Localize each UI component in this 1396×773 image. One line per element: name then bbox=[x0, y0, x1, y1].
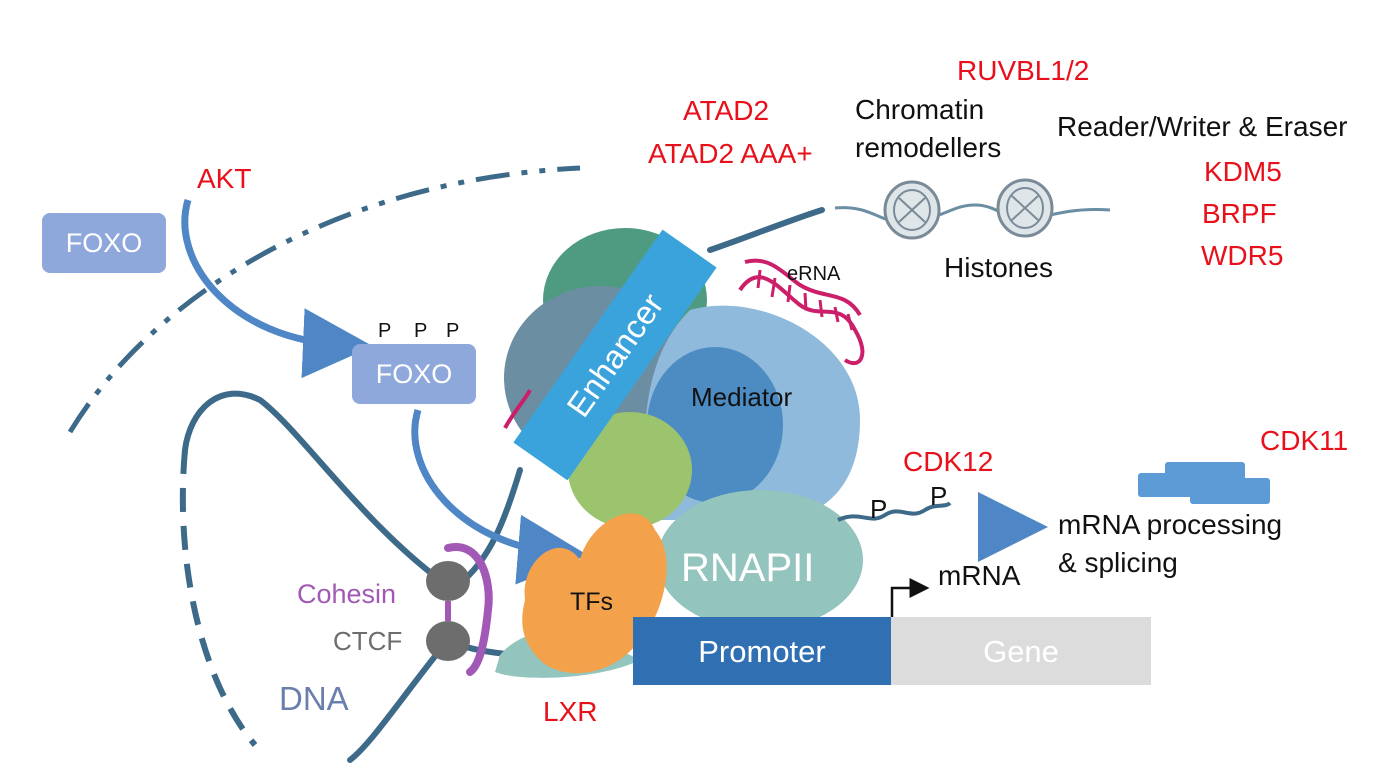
foxo-to-tfs-arrow bbox=[411, 408, 588, 585]
gene-label: Gene bbox=[983, 633, 1059, 669]
mrna-processing-line1: mRNA processing bbox=[1058, 509, 1283, 540]
phosphate-2: P bbox=[414, 320, 428, 342]
mrna-label: mRNA bbox=[938, 560, 1021, 591]
gene-box: Gene bbox=[891, 617, 1151, 685]
erna-rungs bbox=[756, 269, 854, 331]
erna-tail-left bbox=[503, 389, 532, 429]
mrna-processing-line2: & splicing bbox=[1058, 547, 1178, 578]
cohesin-ring bbox=[444, 542, 493, 676]
nucleosome-1 bbox=[883, 180, 941, 240]
akt-label: AKT bbox=[197, 163, 252, 194]
chromatin-line2: remodellers bbox=[855, 132, 1002, 163]
akt-arrow bbox=[181, 198, 373, 379]
atad2-label: ATAD2 bbox=[683, 95, 770, 126]
rnapii-shape bbox=[657, 490, 863, 630]
erna-strand-b bbox=[744, 258, 862, 317]
ctd-tail bbox=[837, 501, 952, 522]
dna-to-tf-upper bbox=[455, 467, 523, 588]
erna-label: eRNA bbox=[787, 263, 841, 285]
nucleosome-2 bbox=[996, 178, 1054, 238]
ctcf-label: CTCF bbox=[333, 626, 403, 656]
ruvbl-label: RUVBL1/2 bbox=[957, 55, 1090, 86]
foxo-phospho-label: FOXO bbox=[375, 358, 453, 389]
cdk11-label: CDK11 bbox=[1260, 425, 1349, 456]
tss-arrow bbox=[890, 578, 930, 618]
dna-to-histones bbox=[707, 207, 825, 253]
dna-label: DNA bbox=[279, 680, 349, 717]
wdr5-label: WDR5 bbox=[1201, 240, 1284, 271]
lxr-label: LXR bbox=[543, 696, 598, 727]
phosphate-1: P bbox=[378, 320, 392, 342]
cdk12-label: CDK12 bbox=[903, 446, 994, 477]
promoter-label: Promoter bbox=[698, 633, 826, 669]
erna-strand-a bbox=[738, 275, 865, 366]
cell-membrane-line bbox=[67, 165, 581, 434]
dna-loop-dashed bbox=[179, 449, 258, 747]
histone-linker bbox=[834, 203, 1111, 224]
promoter-box: Promoter bbox=[633, 617, 891, 685]
cdk12-phosphate-1: P bbox=[870, 494, 888, 524]
reader-writer-label: Reader/Writer & Eraser bbox=[1057, 111, 1348, 142]
foxo-top-label: FOXO bbox=[65, 227, 143, 258]
cdk12-phosphate-2: P bbox=[930, 481, 948, 511]
histones-label: Histones bbox=[944, 252, 1053, 283]
foxo-box-top: FOXO bbox=[42, 213, 166, 273]
dna-loop-lower bbox=[347, 647, 443, 763]
tfs-label: TFs bbox=[570, 588, 614, 616]
mrna-processing-arrow bbox=[977, 492, 1048, 563]
kdm5-label: KDM5 bbox=[1204, 156, 1282, 187]
ctcf-ball bbox=[426, 621, 470, 661]
cdk11-bar-3 bbox=[1190, 478, 1270, 504]
rnapii-label: RNAPII bbox=[681, 546, 815, 590]
atad2-aaa-label: ATAD2 AAA+ bbox=[648, 138, 813, 169]
green-unit bbox=[568, 412, 692, 528]
cohesin-label: Cohesin bbox=[297, 579, 397, 609]
tfs-shape bbox=[522, 513, 667, 674]
dna-loop-upper bbox=[182, 390, 443, 583]
enhancer-bar bbox=[513, 229, 717, 481]
phosphate-3: P bbox=[446, 320, 460, 342]
mediator-label: Mediator bbox=[691, 382, 793, 412]
brpf-label: BRPF bbox=[1202, 198, 1277, 229]
foxo-box-phospho: FOXO bbox=[352, 344, 476, 404]
chromatin-line1: Chromatin bbox=[855, 94, 985, 125]
cohesin-ball bbox=[426, 561, 470, 601]
